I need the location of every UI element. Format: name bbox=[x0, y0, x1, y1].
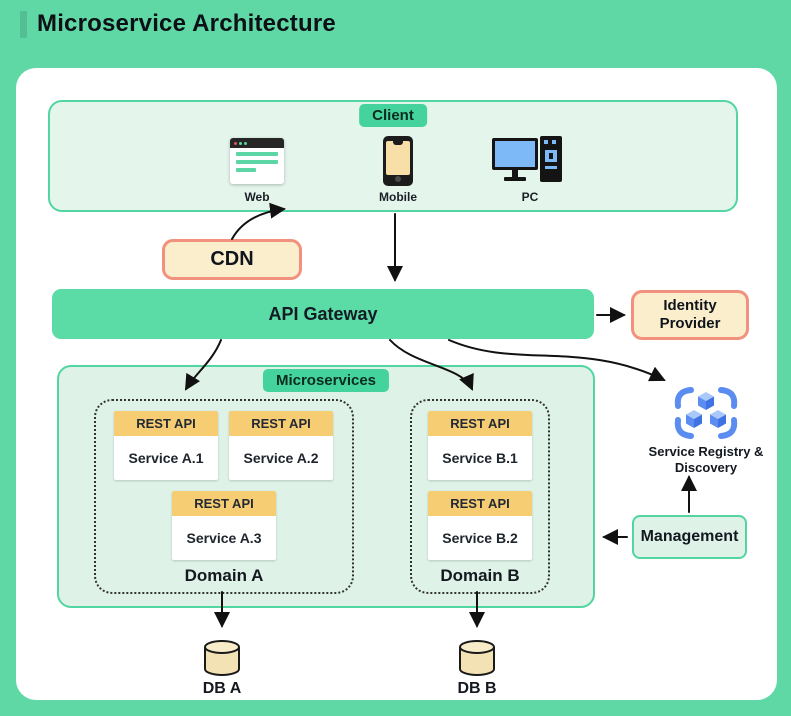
browser-content-line bbox=[236, 152, 278, 156]
pc-icon bbox=[492, 136, 568, 188]
service-registry-label-line2: Discovery bbox=[674, 460, 738, 476]
service-registry-label: Service Registry & Discovery bbox=[640, 444, 772, 477]
service-registry-node: Service Registry & Discovery bbox=[640, 386, 772, 477]
domain-a-label: Domain A bbox=[184, 566, 264, 585]
microservices-group-label: Microservices bbox=[262, 369, 390, 392]
db-a-label: DB A bbox=[202, 680, 242, 697]
browser-content-line bbox=[236, 160, 278, 164]
tower-led bbox=[552, 140, 556, 144]
database-cylinder-icon bbox=[204, 640, 240, 676]
phone-button bbox=[395, 176, 401, 182]
service-name: Service A.2 bbox=[229, 436, 333, 480]
service-name: Service A.1 bbox=[114, 436, 218, 480]
rest-api-badge: REST API bbox=[114, 411, 218, 436]
service-name: Service B.1 bbox=[428, 436, 532, 480]
database-cylinder-icon bbox=[459, 640, 495, 676]
db-b-label: DB B bbox=[457, 680, 497, 697]
api-gateway-node: API Gateway bbox=[52, 289, 594, 339]
db-b-node: DB B bbox=[447, 638, 507, 698]
client-group-label: Client bbox=[359, 104, 427, 127]
monitor bbox=[492, 138, 538, 170]
client-item-label-mobile: Mobile bbox=[379, 190, 417, 204]
service-card: REST API Service A.3 bbox=[172, 491, 276, 560]
monitor-stand bbox=[512, 170, 518, 177]
domain-b-label: Domain B bbox=[440, 566, 520, 585]
page-header: Microservice Architecture bbox=[20, 10, 336, 38]
rest-api-badge: REST API bbox=[229, 411, 333, 436]
service-name: Service B.2 bbox=[428, 516, 532, 560]
web-browser-icon bbox=[230, 138, 284, 184]
tower-vent bbox=[545, 166, 557, 169]
page-title: Microservice Architecture bbox=[37, 10, 336, 37]
browser-dot bbox=[239, 141, 242, 145]
identity-provider-label: Identity Provider bbox=[659, 297, 721, 332]
api-gateway-label: API Gateway bbox=[268, 303, 378, 324]
monitor-base bbox=[504, 177, 526, 181]
phone-screen bbox=[386, 141, 410, 175]
computer-tower bbox=[540, 136, 562, 182]
cdn-label: CDN bbox=[210, 248, 254, 270]
service-card: REST API Service B.2 bbox=[428, 491, 532, 560]
service-card: REST API Service A.2 bbox=[229, 411, 333, 480]
browser-content-line bbox=[236, 168, 256, 172]
management-label: Management bbox=[640, 528, 739, 545]
arrow-cdn-to-client bbox=[231, 202, 286, 240]
service-registry-label-line1: Service Registry & bbox=[648, 444, 764, 459]
browser-titlebar bbox=[230, 138, 284, 148]
microservices-group: Microservices REST API Service A.1 REST … bbox=[57, 365, 595, 608]
service-card: REST API Service A.1 bbox=[114, 411, 218, 480]
browser-dot bbox=[244, 141, 247, 145]
browser-dot bbox=[234, 141, 237, 145]
cdn-node: CDN bbox=[162, 239, 302, 280]
management-node: Management bbox=[632, 515, 747, 559]
client-item-label-pc: PC bbox=[521, 190, 539, 204]
identity-provider-node: Identity Provider bbox=[631, 290, 749, 340]
db-a-node: DB A bbox=[192, 638, 252, 698]
rest-api-badge: REST API bbox=[428, 491, 532, 516]
domain-a-group: REST API Service A.1 REST API Service A.… bbox=[94, 399, 354, 594]
tower-led bbox=[544, 140, 548, 144]
tower-drive-slot bbox=[549, 153, 553, 159]
domain-b-group: REST API Service B.1 REST API Service B.… bbox=[410, 399, 550, 594]
diagram-panel: Client Web Mobile bbox=[16, 68, 777, 700]
rest-api-badge: REST API bbox=[428, 411, 532, 436]
client-item-label-web: Web bbox=[244, 190, 270, 204]
mobile-phone-icon bbox=[383, 136, 413, 186]
title-accent-bar bbox=[20, 10, 27, 38]
service-card: REST API Service B.1 bbox=[428, 411, 532, 480]
rest-api-badge: REST API bbox=[172, 491, 276, 516]
client-group: Client Web Mobile bbox=[48, 100, 738, 212]
phone-notch bbox=[393, 141, 403, 145]
service-name: Service A.3 bbox=[172, 516, 276, 560]
service-registry-icon bbox=[674, 387, 738, 439]
